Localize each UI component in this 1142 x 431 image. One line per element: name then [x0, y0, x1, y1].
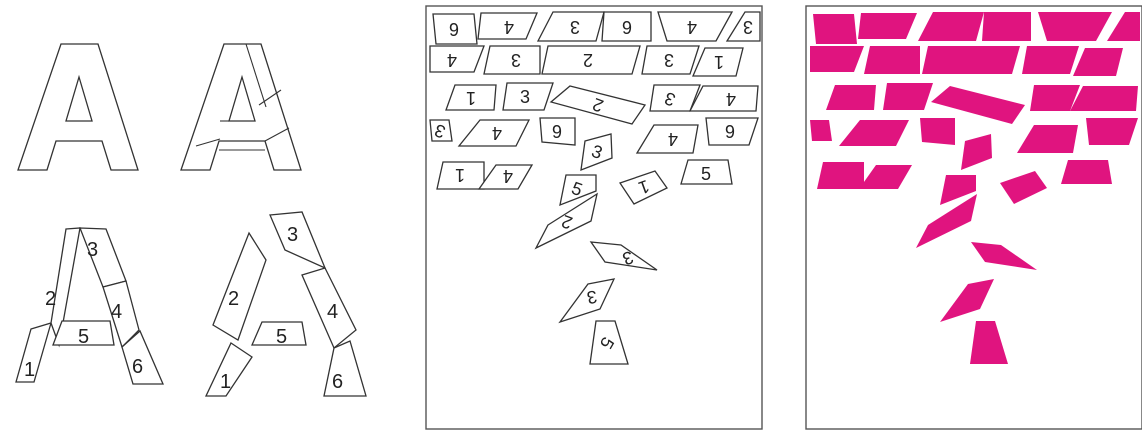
piece-number: 4 [668, 129, 678, 149]
letter-a-numbered-exploded: 1 2 3 4 5 6 [206, 212, 366, 396]
piece-number: 3 [520, 87, 530, 107]
piece-label-2-separated: 2 [228, 288, 239, 310]
numbered-piece: 3 [430, 120, 452, 142]
numbered-piece: 4 [478, 13, 537, 39]
letter-a-segmented [181, 44, 301, 170]
panel-a-letter-construction: 1 2 3 4 5 6 1 2 3 4 5 6 [16, 44, 366, 396]
piece-label-3-separated: 3 [287, 224, 298, 246]
piece-number: 6 [449, 19, 459, 39]
colored-piece [813, 14, 857, 44]
colored-piece [1022, 46, 1079, 74]
colored-piece [920, 118, 955, 145]
piece-label-1-separated: 1 [220, 371, 231, 393]
numbered-piece: 6 [433, 14, 477, 44]
piece-number: 6 [552, 121, 562, 141]
piece-6-separated [324, 341, 366, 396]
piece-number: 1 [714, 52, 724, 72]
piece-2-separated [213, 233, 266, 340]
numbered-piece: 5 [681, 160, 732, 184]
numbered-piece: 6 [602, 12, 651, 41]
panel-c-colored-pieces [806, 6, 1142, 429]
piece-number: 4 [504, 17, 514, 37]
piece-label-4-separated: 4 [327, 301, 338, 323]
piece-label-2: 2 [45, 288, 56, 310]
piece-label-5: 5 [78, 326, 89, 348]
numbered-piece: 6 [706, 118, 758, 145]
piece-number: 3 [511, 50, 521, 70]
colored-piece [810, 120, 832, 141]
piece-number: 5 [701, 164, 711, 184]
colored-piece [864, 46, 920, 74]
colored-piece [817, 162, 864, 189]
piece-label-5-separated: 5 [276, 326, 287, 348]
piece-number: 6 [725, 121, 735, 141]
piece-number: 6 [622, 17, 632, 37]
colored-piece [982, 12, 1031, 41]
numbered-piece: 3 [642, 46, 699, 74]
numbered-piece: 1 [437, 162, 484, 189]
piece-number: 4 [447, 50, 457, 70]
piece-number: 3 [570, 17, 580, 37]
numbered-piece: 4 [430, 46, 484, 72]
piece-label-3: 3 [87, 239, 98, 261]
numbered-piece: 1 [446, 85, 496, 110]
colored-piece [1086, 118, 1138, 145]
numbered-piece: 2 [542, 46, 640, 74]
numbered-piece: 3 [484, 46, 540, 74]
numbered-piece: 3 [503, 83, 553, 110]
piece-number: 1 [466, 88, 476, 108]
piece-label-1: 1 [24, 359, 35, 381]
colored-piece [922, 46, 1020, 74]
piece-number: 1 [455, 165, 465, 185]
letter-a-outline [18, 44, 138, 170]
piece-label-6-separated: 6 [332, 371, 343, 393]
piece-label-4: 4 [111, 301, 122, 323]
letter-a-numbered-assembled: 1 2 3 4 5 6 [16, 228, 163, 384]
numbered-piece: 6 [540, 118, 575, 145]
piece-number: 2 [583, 50, 593, 70]
colored-piece [1061, 160, 1112, 184]
piece-number: 3 [743, 17, 753, 37]
piece-label-6: 6 [132, 356, 143, 378]
piece-number: 4 [503, 166, 513, 186]
piece-number: 3 [664, 50, 674, 70]
piece-number: 4 [492, 123, 502, 143]
piece-number: 4 [726, 89, 736, 109]
piece-number: 4 [687, 17, 697, 37]
